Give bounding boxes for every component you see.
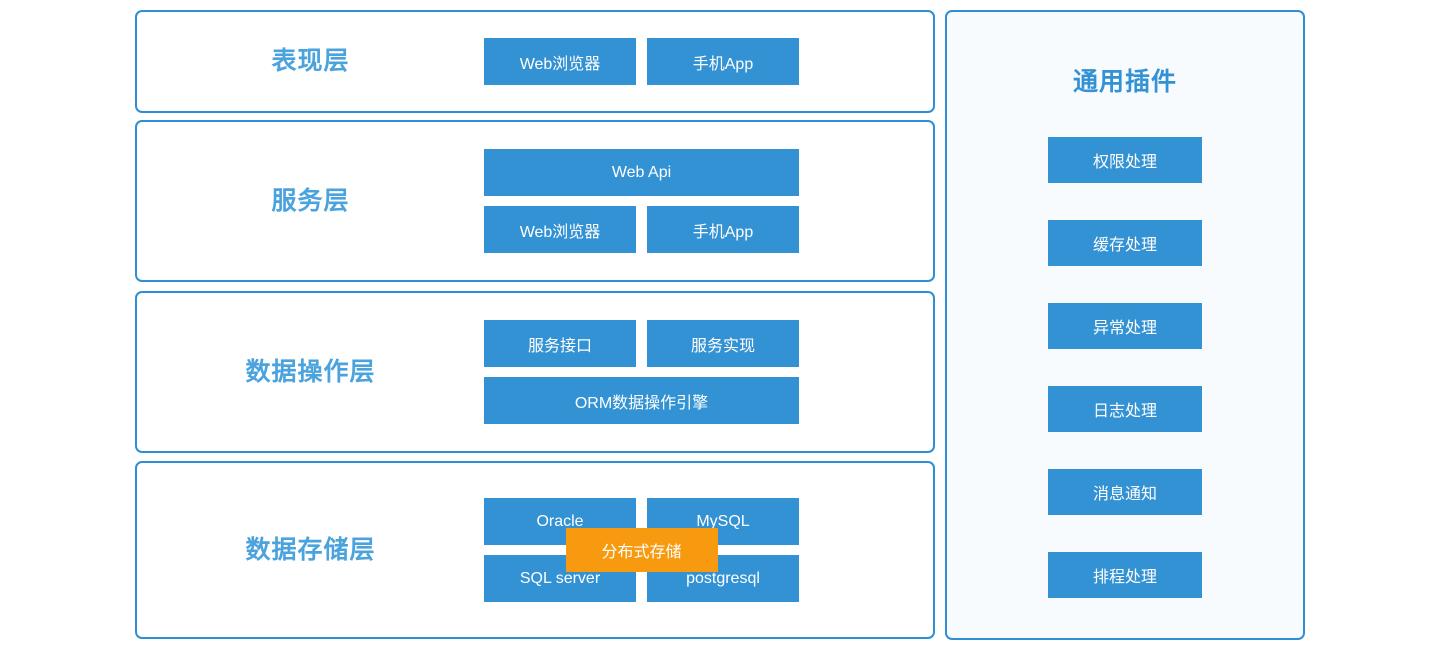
plugin-item-logging[interactable]: 日志处理 (1048, 386, 1202, 432)
node-web-browser[interactable]: Web浏览器 (484, 38, 636, 85)
plugin-item-message-notification[interactable]: 消息通知 (1048, 469, 1202, 515)
node-postgresql[interactable]: postgresql (647, 555, 799, 602)
plugins-panel: 通用插件 权限处理 缓存处理 异常处理 日志处理 消息通知 排程处理 (945, 10, 1305, 640)
box-row: SQL server postgresql (484, 555, 799, 602)
layer-title-data-storage: 数据存储层 (245, 535, 376, 564)
plugin-item-cache[interactable]: 缓存处理 (1048, 220, 1202, 266)
node-mobile-app[interactable]: 手机App (647, 206, 799, 253)
node-distributed-storage[interactable]: 分布式存储 (565, 528, 718, 572)
layer-boxes-data-storage: Oracle MySQL SQL server postgresql 分布式存储 (484, 498, 799, 602)
layer-boxes-data-operation: 服务接口 服务实现 ORM数据操作引擎 (484, 320, 799, 424)
layer-boxes-service: Web Api Web浏览器 手机App (484, 149, 799, 253)
layer-panel-presentation: 表现层 Web浏览器 手机App (135, 10, 935, 113)
node-sql-server[interactable]: SQL server (484, 555, 636, 602)
layer-panel-data-storage: 数据存储层 Oracle MySQL SQL server postgresql… (135, 461, 935, 639)
plugin-item-permission[interactable]: 权限处理 (1048, 137, 1202, 183)
node-service-implementation[interactable]: 服务实现 (647, 320, 799, 367)
box-row: Web浏览器 手机App (484, 206, 799, 253)
plugin-item-scheduling[interactable]: 排程处理 (1048, 552, 1202, 598)
box-row: ORM数据操作引擎 (484, 377, 799, 424)
layer-panel-data-operation: 数据操作层 服务接口 服务实现 ORM数据操作引擎 (135, 291, 935, 453)
node-mobile-app[interactable]: 手机App (647, 38, 799, 85)
layer-panel-service: 服务层 Web Api Web浏览器 手机App (135, 120, 935, 282)
layer-title-presentation: 表现层 (271, 47, 350, 75)
node-web-api[interactable]: Web Api (484, 149, 799, 196)
node-orm-engine[interactable]: ORM数据操作引擎 (484, 377, 799, 424)
box-row: 服务接口 服务实现 (484, 320, 799, 367)
box-row: Web浏览器 手机App (484, 38, 799, 85)
node-web-browser[interactable]: Web浏览器 (484, 206, 636, 253)
plugin-item-exception[interactable]: 异常处理 (1048, 303, 1202, 349)
layer-boxes-presentation: Web浏览器 手机App (484, 38, 799, 85)
plugins-list: 权限处理 缓存处理 异常处理 日志处理 消息通知 排程处理 (947, 137, 1303, 598)
layer-title-data-operation: 数据操作层 (245, 357, 376, 386)
plugins-panel-title: 通用插件 (1072, 68, 1177, 96)
node-oracle[interactable]: Oracle (484, 498, 636, 545)
box-row: Web Api (484, 149, 799, 196)
layer-title-service: 服务层 (271, 186, 350, 215)
node-service-interface[interactable]: 服务接口 (484, 320, 636, 367)
